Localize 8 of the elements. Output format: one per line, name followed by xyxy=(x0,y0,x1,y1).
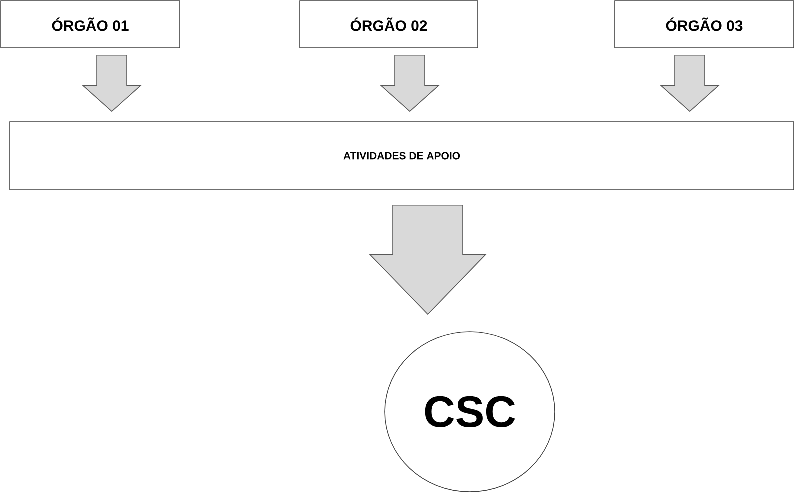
block-arrow xyxy=(660,55,720,112)
process-box: ÓRGÃO 02 xyxy=(300,0,478,48)
block-arrow xyxy=(369,204,487,316)
process-box: ÓRGÃO 03 xyxy=(614,0,794,48)
process-box: ATIVIDADES DE APOIO xyxy=(10,122,794,190)
block-arrow xyxy=(380,55,440,112)
process-box: ÓRGÃO 01 xyxy=(0,0,180,48)
block-arrow xyxy=(82,55,142,112)
